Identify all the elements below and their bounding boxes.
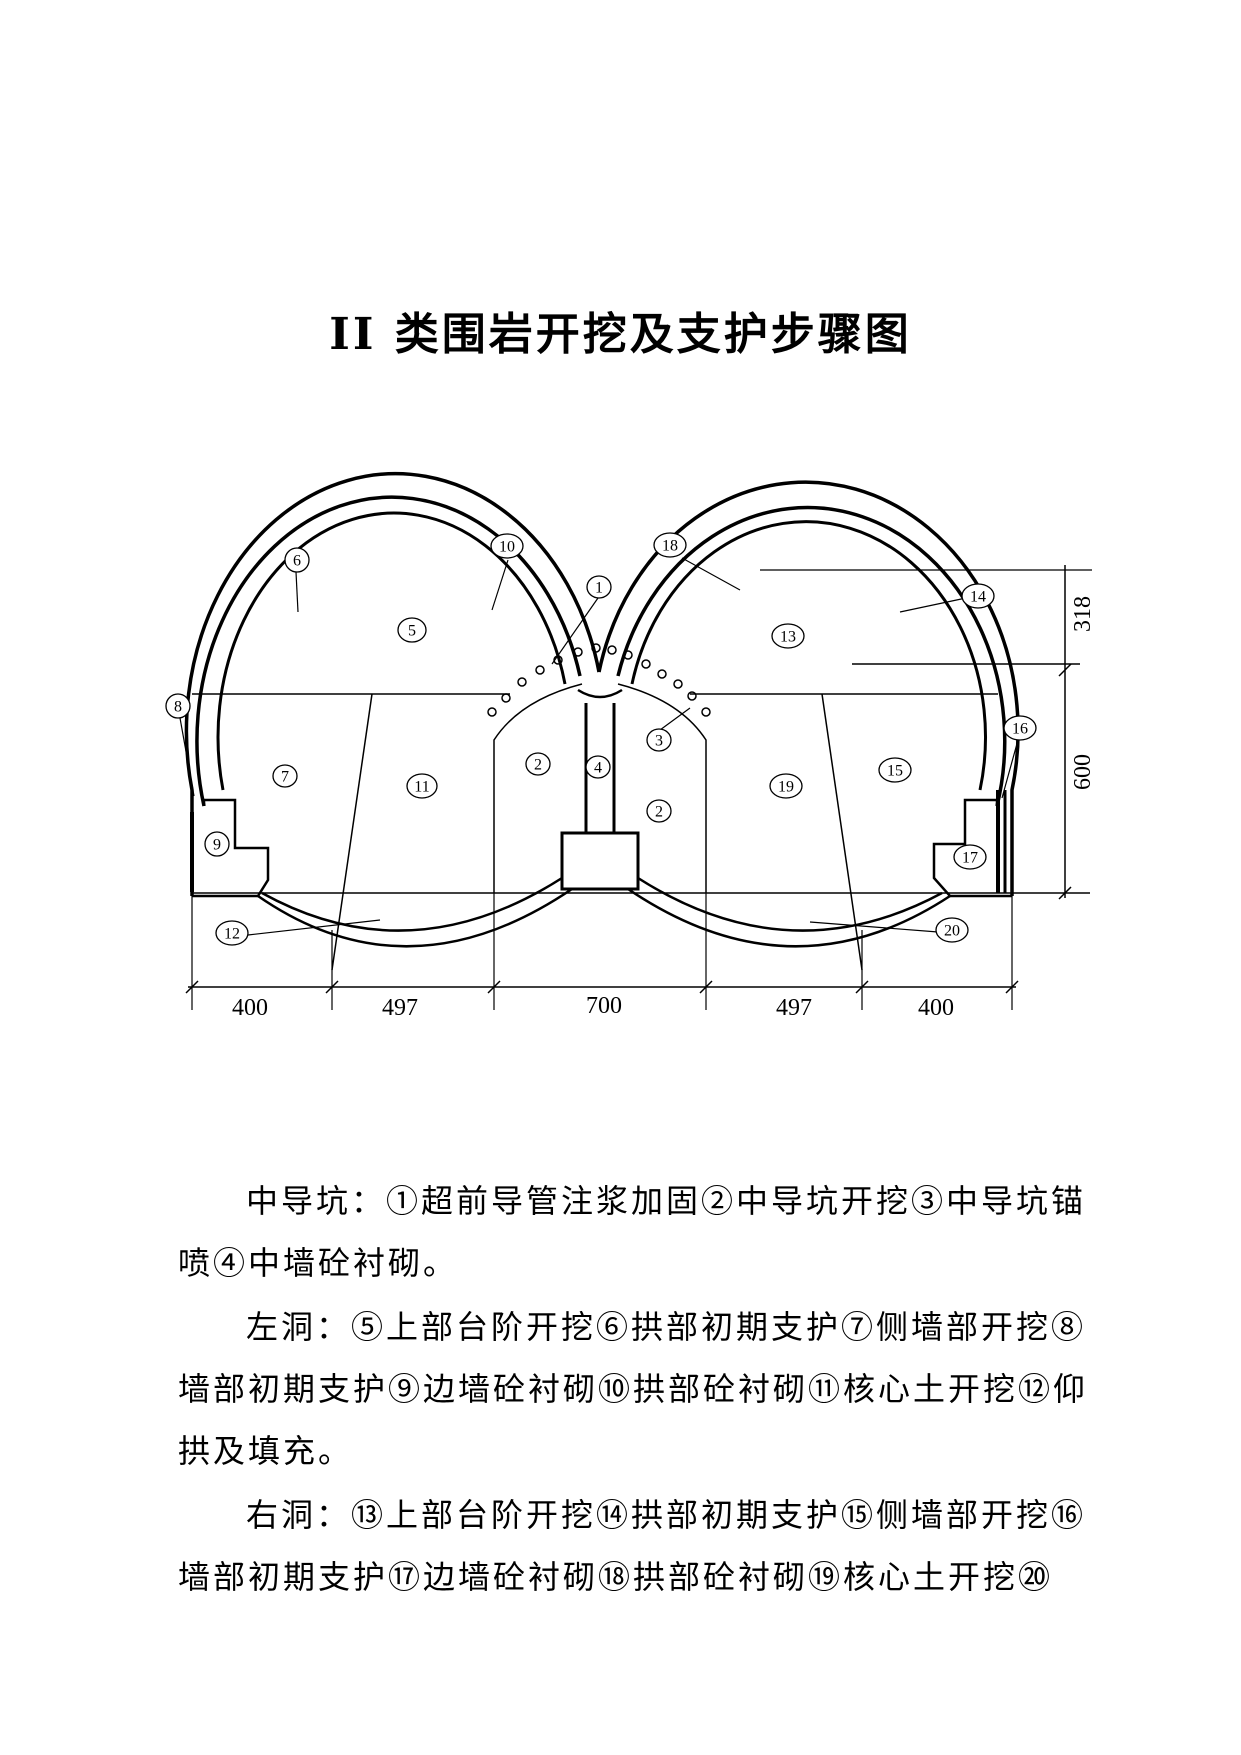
label-4: 4 xyxy=(594,760,602,777)
label-20: 20 xyxy=(944,923,960,940)
dimension-497-right: 497 xyxy=(776,995,812,1021)
label-9: 9 xyxy=(213,837,221,854)
left-invert-top xyxy=(261,876,563,932)
guide-pit-right-arch xyxy=(617,683,707,893)
middle-wall-footing xyxy=(560,831,640,891)
dimension-497-left: 497 xyxy=(382,995,418,1021)
right-inner-arch xyxy=(616,505,1007,807)
left-outer-arch xyxy=(184,471,601,896)
guide-pit-left-arch xyxy=(493,683,583,893)
advance-grouting-pipes xyxy=(487,643,711,717)
label-11: 11 xyxy=(414,779,429,796)
label-14: 14 xyxy=(970,589,986,606)
label-17: 17 xyxy=(962,850,978,867)
label-7: 7 xyxy=(281,769,289,786)
label-8: 8 xyxy=(174,699,182,716)
dimension-700: 700 xyxy=(586,993,622,1019)
label-16: 16 xyxy=(1012,721,1028,738)
right-outer-arch xyxy=(597,480,1020,896)
left-wall-step xyxy=(192,798,270,898)
label-3: 3 xyxy=(655,733,663,750)
page-title: II 类围岩开挖及支护步骤图 xyxy=(329,309,912,360)
label-1: 1 xyxy=(595,580,603,597)
paragraph-middle-pit: 中导坑：①超前导管注浆加固②中导坑开挖③中导坑锚喷④中墙砼衬砌。 xyxy=(178,1182,1087,1282)
paragraph-left-tunnel: 左洞：⑤上部台阶开挖⑥拱部初期支护⑦侧墙部开挖⑧墙部初期支护⑨边墙砼衬砌⑩拱部砼… xyxy=(178,1308,1089,1470)
label-19: 19 xyxy=(778,779,794,796)
label-10: 10 xyxy=(499,539,515,556)
label-12: 12 xyxy=(224,926,240,943)
right-lining-arch xyxy=(630,520,987,791)
paragraph-right-tunnel: 右洞：⑬上部台阶开挖⑭拱部初期支护⑮侧墙部开挖⑯墙部初期支护⑰边墙砼衬砌⑱拱部砼… xyxy=(178,1496,1087,1596)
dimension-600: 600 xyxy=(1070,754,1096,790)
label-15: 15 xyxy=(887,763,903,780)
left-invert-bottom xyxy=(257,887,573,948)
label-6: 6 xyxy=(293,553,301,570)
label-2b: 2 xyxy=(655,804,663,821)
dimension-400-left: 400 xyxy=(232,995,268,1021)
label-13: 13 xyxy=(780,629,796,646)
label-18: 18 xyxy=(662,538,678,555)
central-cusp xyxy=(577,688,623,699)
dimension-400-right: 400 xyxy=(918,995,954,1021)
left-inner-arch xyxy=(195,495,582,807)
label-2: 2 xyxy=(534,757,542,774)
right-invert-bottom xyxy=(627,887,951,948)
dimension-318: 318 xyxy=(1070,596,1096,632)
right-invert-top xyxy=(637,876,943,932)
left-lining-arch xyxy=(216,511,567,791)
label-5: 5 xyxy=(408,623,416,640)
